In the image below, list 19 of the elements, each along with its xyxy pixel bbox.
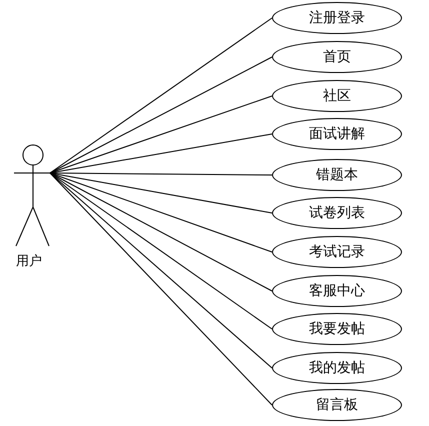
use-case-ellipse: 留言板 bbox=[272, 389, 402, 421]
use-case-ellipse: 我要发帖 bbox=[272, 313, 402, 345]
use-case-ellipse: 面试讲解 bbox=[272, 118, 402, 150]
use-case-ellipse: 注册登录 bbox=[272, 2, 402, 34]
use-case-ellipse: 试卷列表 bbox=[272, 197, 402, 229]
association-line bbox=[50, 172, 272, 368]
association-line bbox=[50, 134, 272, 174]
use-case-ellipse: 我的发帖 bbox=[272, 352, 402, 384]
association-line bbox=[50, 56, 272, 174]
use-case-ellipse: 错题本 bbox=[272, 159, 402, 191]
use-case-ellipse: 社区 bbox=[272, 80, 402, 112]
association-line bbox=[50, 172, 272, 406]
actor-label: 用户 bbox=[16, 253, 42, 270]
association-line bbox=[50, 172, 272, 292]
association-line bbox=[50, 96, 272, 174]
use-case-ellipse: 客服中心 bbox=[272, 275, 402, 307]
use-case-ellipse: 首页 bbox=[272, 41, 402, 73]
use-case-ellipse: 考试记录 bbox=[272, 236, 402, 268]
association-line bbox=[50, 18, 272, 174]
